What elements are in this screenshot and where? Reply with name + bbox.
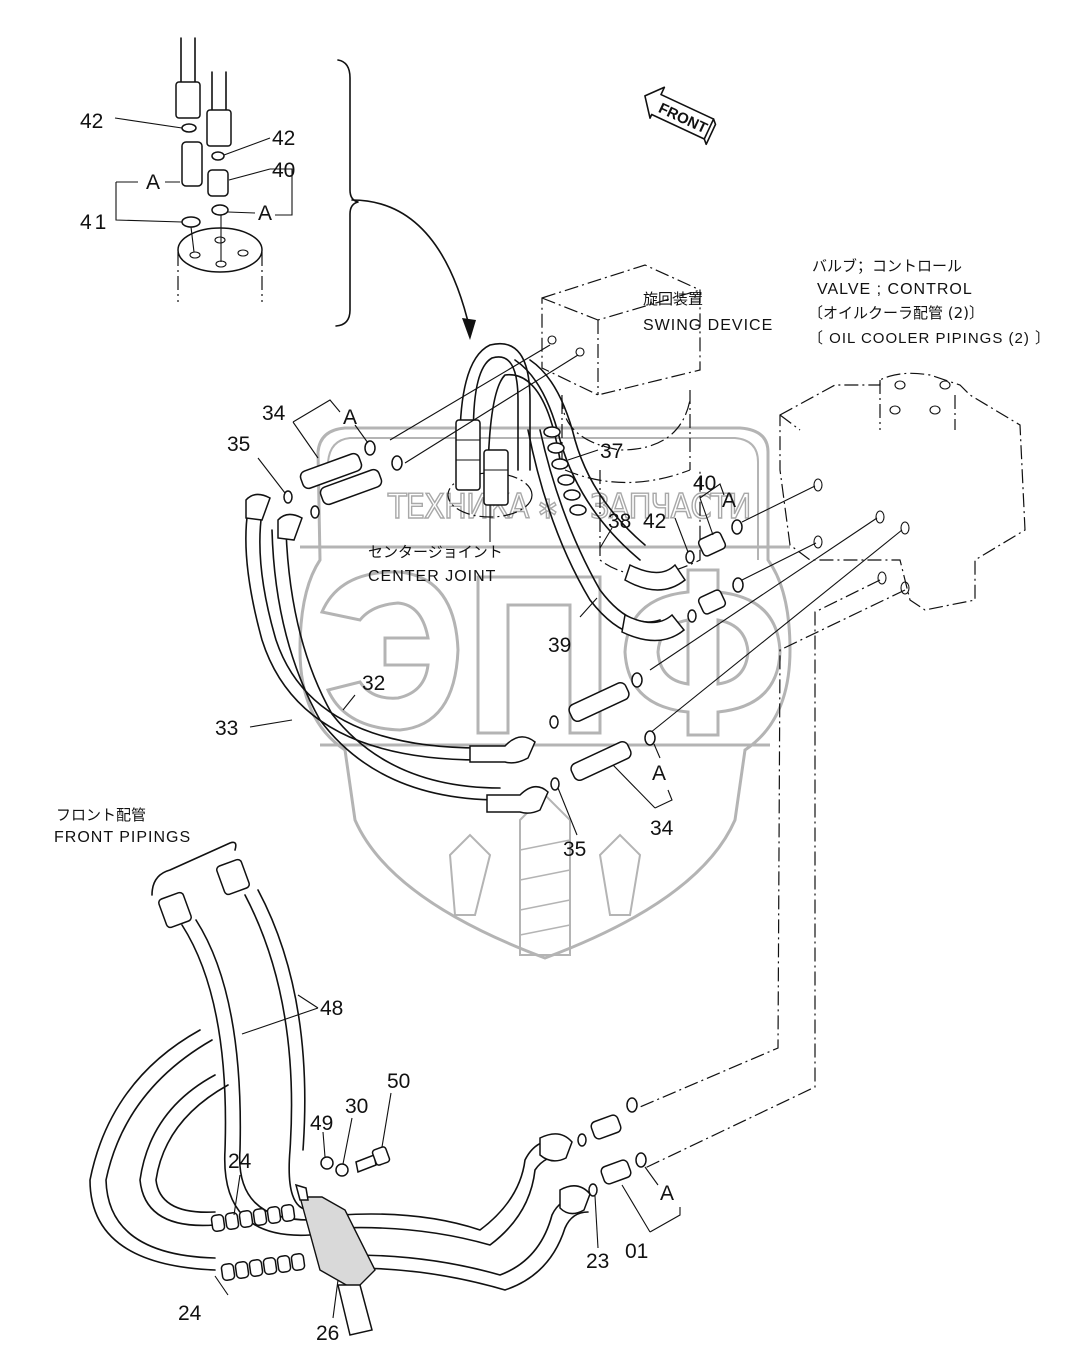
- o-ring-41: [181, 216, 201, 228]
- callout-48: 48: [320, 997, 343, 1020]
- callout-35: 35: [227, 433, 250, 456]
- callout-a: A: [652, 762, 666, 785]
- fittings-34-35-top: [257, 399, 403, 519]
- callout-37: 37: [600, 440, 623, 463]
- fittings-40-42: [674, 483, 744, 623]
- callout-a: A: [343, 406, 357, 429]
- hoses-32-33: [245, 493, 549, 814]
- watermark-gear-icon: ✲: [538, 495, 557, 525]
- hose-assembly-37-38-39: [514, 359, 687, 642]
- o-ring-40: [211, 204, 229, 216]
- washer-49: [320, 1156, 334, 1170]
- adapter-41: [181, 141, 203, 187]
- watermark: ТЕХНИКА ✲ ЗАПЧАСТИ: [298, 426, 792, 960]
- o-ring-42-right: [211, 151, 225, 161]
- callout-34: 34: [262, 402, 286, 425]
- detail-arrow: [351, 199, 471, 331]
- o-ring-42-left: [181, 123, 197, 133]
- arrow-head-icon: [462, 318, 476, 340]
- fittings-34-35-bottom: [549, 672, 673, 836]
- callout-a: A: [146, 171, 160, 194]
- callout-01: 01: [625, 1240, 648, 1263]
- elbow-32: [469, 736, 536, 764]
- callout-34: 34: [650, 817, 674, 840]
- swing-device-label-jp: 旋回装置: [643, 290, 703, 308]
- callout-39: 39: [548, 634, 571, 657]
- control-valve-label-jp: バルブ；コントロール: [812, 257, 962, 275]
- callout-42: 42: [80, 110, 103, 133]
- elbow-38: [624, 563, 687, 591]
- watermark-letter-f: [623, 568, 782, 737]
- callout-33: 33: [215, 717, 238, 740]
- sleeve-24-bottom: [220, 1253, 306, 1281]
- center-joint-label: CENTER JOINT: [368, 568, 496, 585]
- front-direction-indicator: FRONT: [644, 86, 717, 146]
- sleeve-24-top: [210, 1204, 296, 1232]
- adapter-40: [207, 169, 229, 197]
- callout-35: 35: [563, 838, 586, 861]
- center-joint: センタージョイント CENTER JOINT: [368, 342, 561, 585]
- center-joint-label-jp: センタージョイント: [368, 543, 503, 561]
- callout-49: 49: [310, 1112, 333, 1135]
- control-valve-label: VALVE ; CONTROL: [817, 281, 973, 298]
- callout-41: 41: [80, 211, 109, 234]
- inset-detail: 42 42 40 A A 41: [80, 37, 359, 327]
- hose-fitting-right: [206, 109, 232, 147]
- front-pipings-brace: [151, 841, 237, 896]
- front-pipings-label: FRONT PIPINGS: [54, 829, 191, 846]
- spiral-guard-37: [543, 426, 587, 516]
- front-arrow-icon: [644, 86, 715, 140]
- front-pipings-label-jp: フロント配管: [56, 806, 146, 824]
- watermark-text-right: ЗАПЧАСТИ: [590, 487, 750, 527]
- elbow-39: [621, 613, 686, 642]
- watermark-letter-e: [319, 570, 460, 732]
- callout-a: A: [722, 489, 736, 512]
- callout-42: 42: [272, 127, 295, 150]
- callout-24: 24: [178, 1302, 202, 1325]
- callout-38: 38: [608, 510, 631, 533]
- control-valve: バルブ；コントロール VALVE ; CONTROL 〔オイルクーラ配管 (2)…: [389, 257, 1051, 1169]
- callout-24: 24: [228, 1150, 252, 1173]
- callout-a: A: [660, 1182, 674, 1205]
- front-pipings: フロント配管 FRONT PIPINGS: [54, 806, 319, 1271]
- center-joint-top: [177, 227, 263, 273]
- callout-32: 32: [362, 672, 385, 695]
- watermark-letter-p: [476, 575, 602, 735]
- callout-26: 26: [316, 1322, 339, 1345]
- watermark-shield: [298, 426, 792, 960]
- callout-42: 42: [643, 510, 666, 533]
- hose-fitting-left: [175, 81, 201, 119]
- callout-30: 30: [345, 1095, 368, 1118]
- callout-40: 40: [693, 472, 716, 495]
- watermark-shield-inner: [327, 437, 759, 560]
- callout-a: A: [258, 202, 272, 225]
- elbow-33: [486, 786, 549, 814]
- washer-30: [335, 1163, 349, 1177]
- callout-50: 50: [387, 1070, 410, 1093]
- callout-23: 23: [586, 1250, 609, 1273]
- oil-cooler-label-jp: 〔オイルクーラ配管 (2)〕: [808, 304, 984, 322]
- bolt-50: [355, 1153, 377, 1174]
- fittings-01-23: [577, 1097, 681, 1249]
- oil-cooler-label: 〔 OIL COOLER PIPINGS (2) 〕: [808, 330, 1051, 347]
- clamp-26: [299, 1196, 376, 1291]
- clamp-assembly: [210, 1092, 591, 1336]
- swing-device-label: SWING DEVICE: [643, 317, 773, 334]
- callout-40: 40: [272, 159, 295, 182]
